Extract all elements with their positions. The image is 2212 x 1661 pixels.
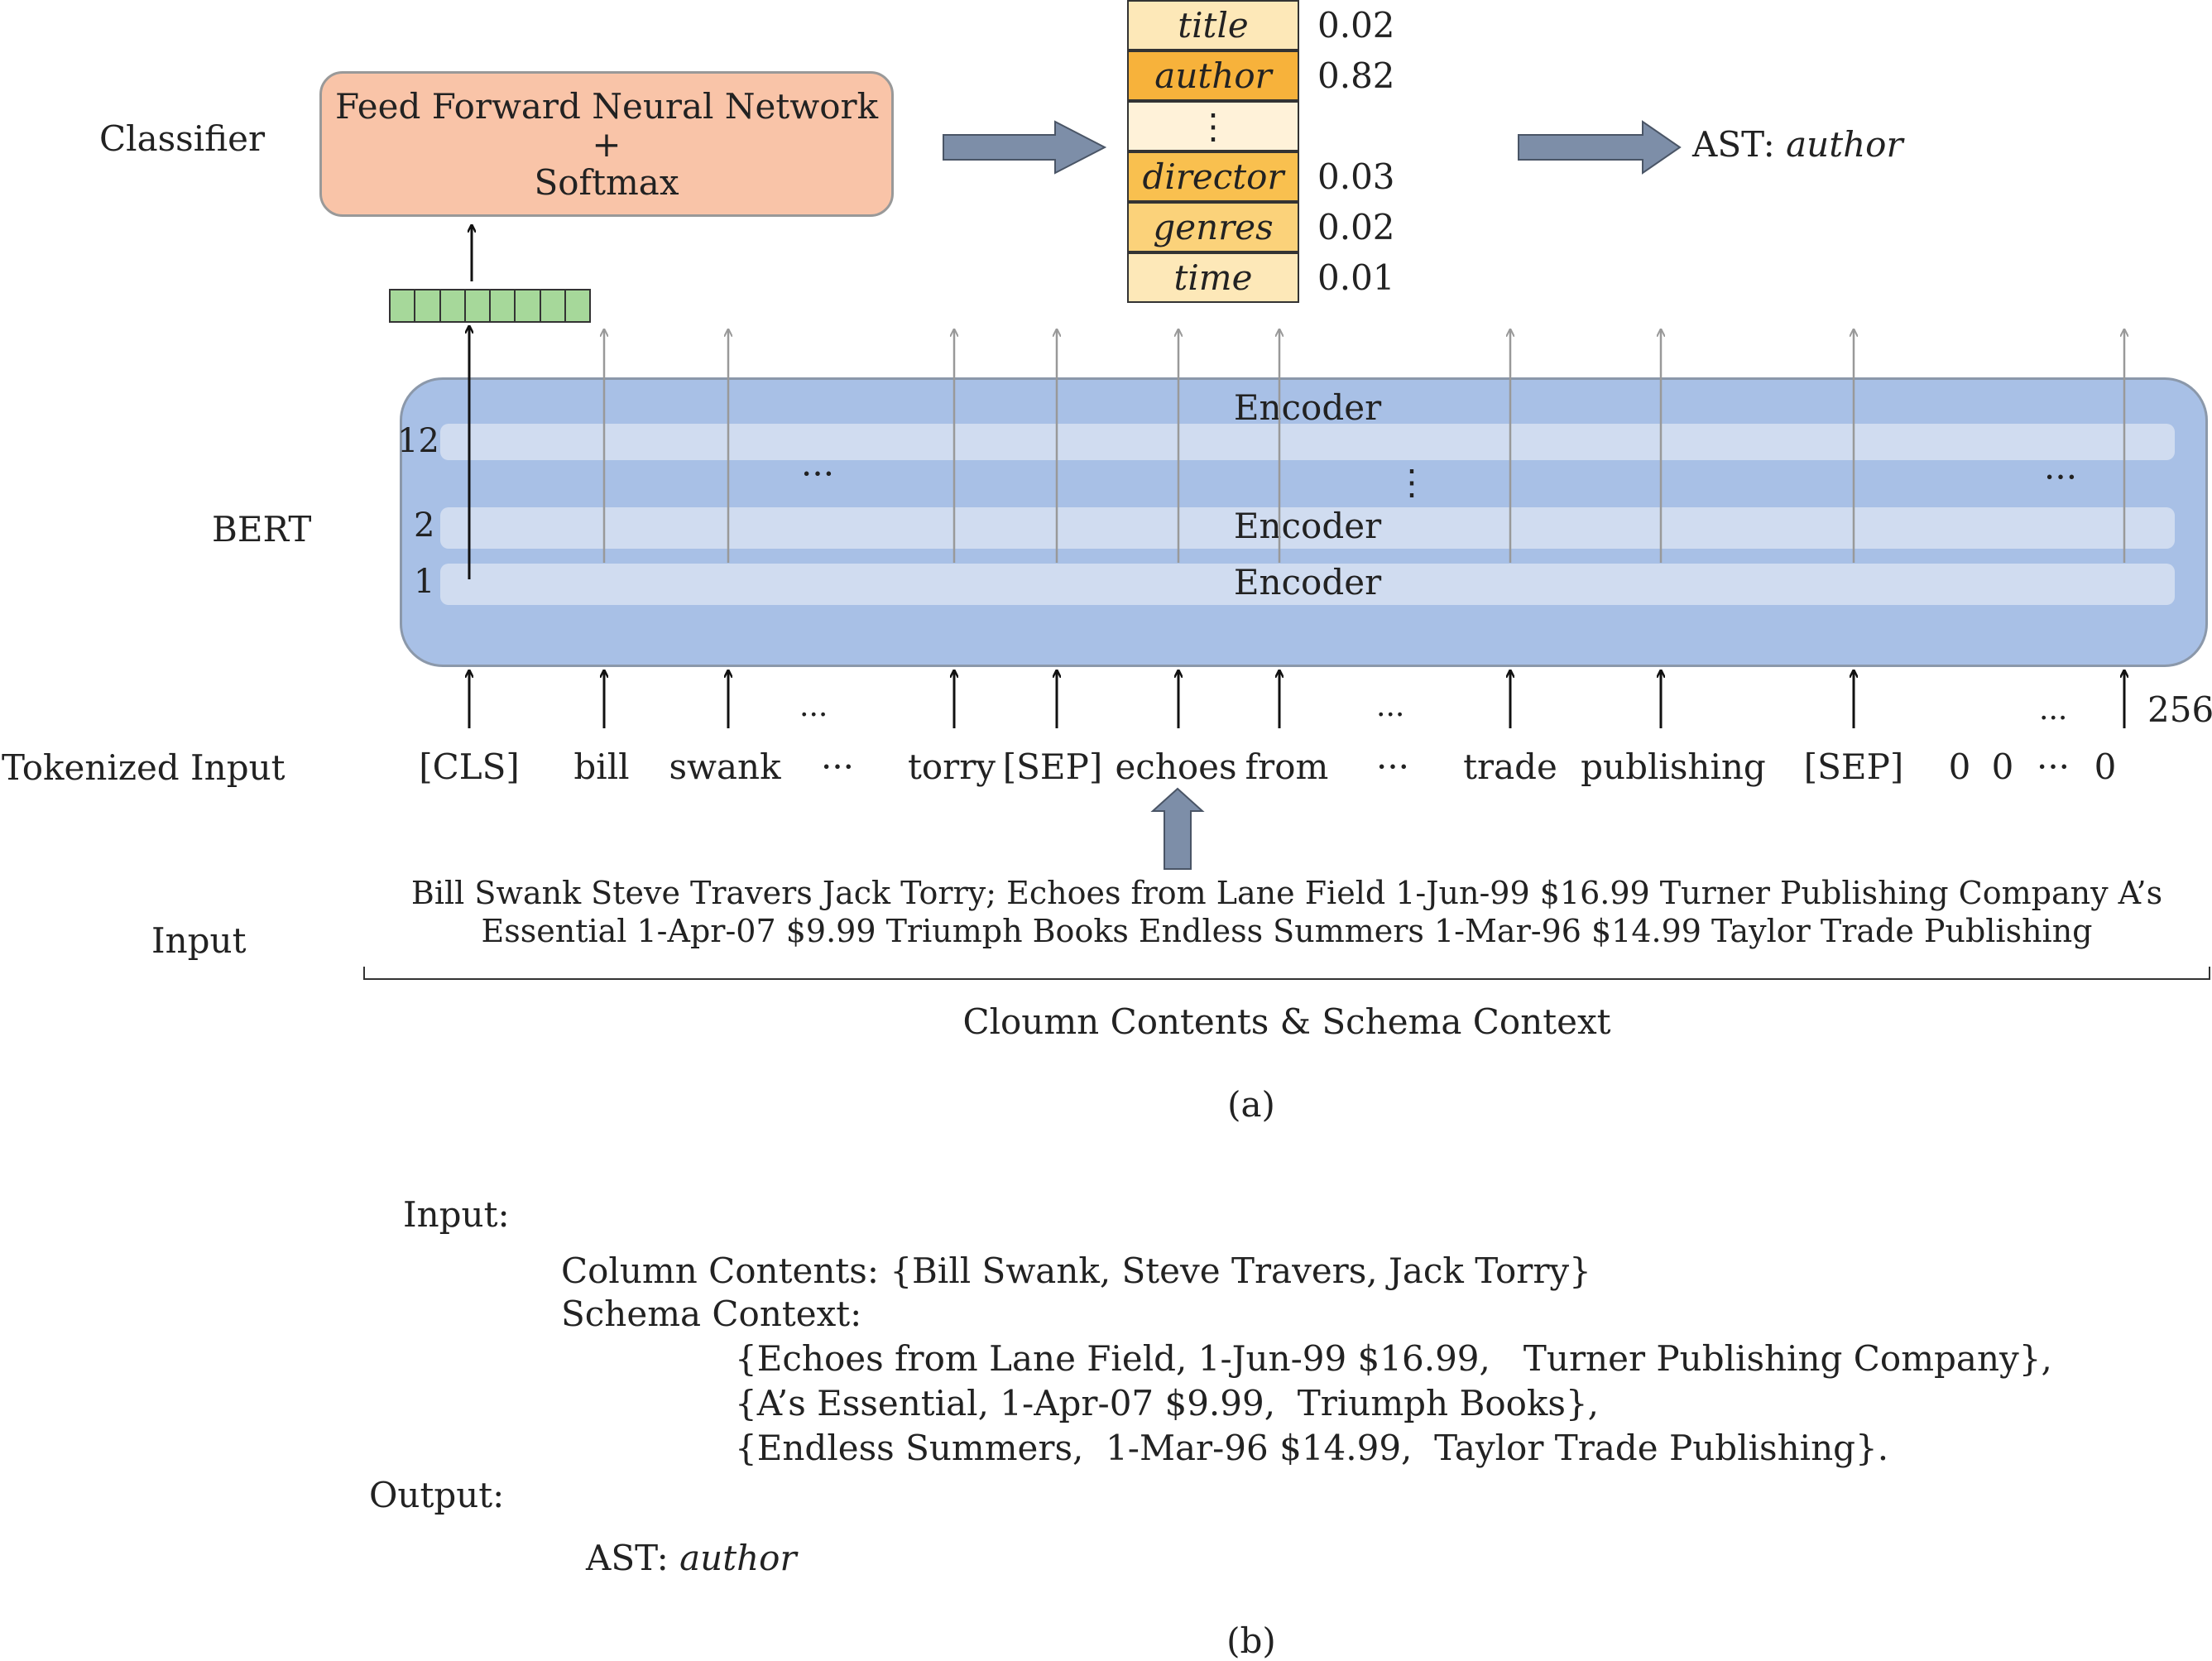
top-encoder-title: Encoder — [440, 387, 2175, 428]
token: 0 — [2094, 746, 2117, 787]
token: ··· — [1375, 746, 1410, 787]
classifier-box: Feed Forward Neural Network + Softmax — [319, 71, 894, 217]
input-text-line2: Essential 1-Apr-07 $9.99 Triumph Books E… — [481, 913, 2093, 949]
bert-hdots-left: ··· — [801, 454, 835, 494]
token: ··· — [2036, 746, 2070, 787]
token-dots-above-1: ... — [799, 689, 828, 723]
token: trade — [1463, 746, 1557, 787]
class-cell-time: time — [1127, 252, 1299, 303]
layer-number-1: 1 — [414, 563, 435, 601]
b-schema-line3: {Endless Summers, 1-Mar-96 $14.99, Taylo… — [735, 1428, 1889, 1468]
class-cell-genres: genres — [1127, 202, 1299, 252]
result-value: author — [1786, 124, 1903, 165]
token-dots-above-2: ... — [1376, 689, 1405, 723]
input-arrows — [469, 670, 2124, 728]
classifier-line-softmax: Softmax — [534, 162, 679, 203]
prob-title: 0.02 — [1317, 5, 1395, 46]
brace-label: Cloumn Contents & Schema Context — [962, 1001, 1611, 1042]
token: [CLS] — [419, 746, 520, 787]
classifier-line-ffnn: Feed Forward Neural Network — [334, 86, 879, 127]
token: bill — [573, 746, 630, 787]
token-dots-above-3: ... — [2039, 693, 2068, 727]
b-output-value: AST: author — [586, 1538, 797, 1578]
encoder-1-label: Encoder — [1233, 562, 1382, 602]
class-cell-author: author — [1127, 50, 1299, 101]
prob-time: 0.01 — [1317, 257, 1395, 298]
layer-number-12: 12 — [397, 422, 439, 460]
bert-row-label: BERT — [212, 509, 312, 550]
token: ··· — [820, 746, 855, 787]
caption-b: (b) — [1226, 1620, 1276, 1661]
class-cell-director: director — [1127, 151, 1299, 202]
input-brace — [363, 967, 2210, 980]
b-schema-line2: {A’s Essential, 1-Apr-07 $9.99, Triumph … — [735, 1383, 1599, 1423]
b-input-label: Input: — [403, 1194, 510, 1235]
input-text-line1: Bill Swank Steve Travers Jack Torry; Ech… — [410, 875, 2163, 911]
token: torry — [907, 746, 996, 787]
class-cell-ellipsis: ⋮ — [1127, 101, 1299, 151]
b-output-label: Output: — [369, 1475, 505, 1515]
b-column-contents: Column Contents: {Bill Swank, Steve Trav… — [561, 1251, 1591, 1291]
classifier-line-plus: + — [592, 124, 621, 165]
b-schema-context-label: Schema Context: — [561, 1294, 862, 1334]
block-arrow-table-to-result — [1518, 120, 1682, 175]
bert-vdots: ⋮ — [1394, 462, 1429, 502]
tokenized-input-row-label: Tokenized Input — [2, 747, 285, 788]
classifier-row-label: Classifier — [99, 118, 266, 159]
token: 0 — [1948, 746, 1971, 787]
top-encoder-label: Encoder — [1233, 387, 1382, 428]
encoder-2-label: Encoder — [1233, 506, 1382, 546]
encoder-layer-2: Encoder — [440, 506, 2175, 549]
block-arrow-classifier-to-table — [943, 120, 1107, 175]
token: 0 — [1991, 746, 2014, 787]
caption-a: (a) — [1227, 1084, 1275, 1125]
b-schema-line1: {Echoes from Lane Field, 1-Jun-99 $16.99… — [735, 1338, 2052, 1379]
b-output-ast-value: author — [679, 1538, 797, 1578]
result-prefix: AST: — [1692, 124, 1775, 165]
layer-number-2: 2 — [414, 506, 435, 545]
result-label: AST: author — [1692, 124, 1903, 165]
token: [SEP] — [1803, 746, 1904, 787]
bert-hdots-right: ··· — [2044, 457, 2078, 497]
seq-length-label: 256 — [2147, 689, 2212, 730]
encoder-layer-1: Encoder — [440, 562, 2175, 605]
b-output-prefix: AST: — [586, 1538, 669, 1578]
token: from — [1245, 746, 1329, 787]
input-text-block: Bill Swank Steve Travers Jack Torry; Ech… — [364, 874, 2210, 950]
token: publishing — [1581, 746, 1766, 787]
prob-genres: 0.02 — [1317, 207, 1395, 247]
token: [SEP] — [1002, 746, 1103, 787]
block-arrow-input-to-tokens — [1150, 787, 1205, 870]
encoder-layer-12 — [440, 424, 2175, 460]
prob-director: 0.03 — [1317, 156, 1395, 197]
token: echoes — [1115, 746, 1237, 787]
prob-author: 0.82 — [1317, 55, 1395, 96]
cls-embedding-vector — [389, 289, 591, 323]
class-cell-title: title — [1127, 0, 1299, 50]
input-row-label: Input — [151, 920, 247, 961]
output-arrows — [604, 329, 2124, 563]
token: swank — [669, 746, 781, 787]
